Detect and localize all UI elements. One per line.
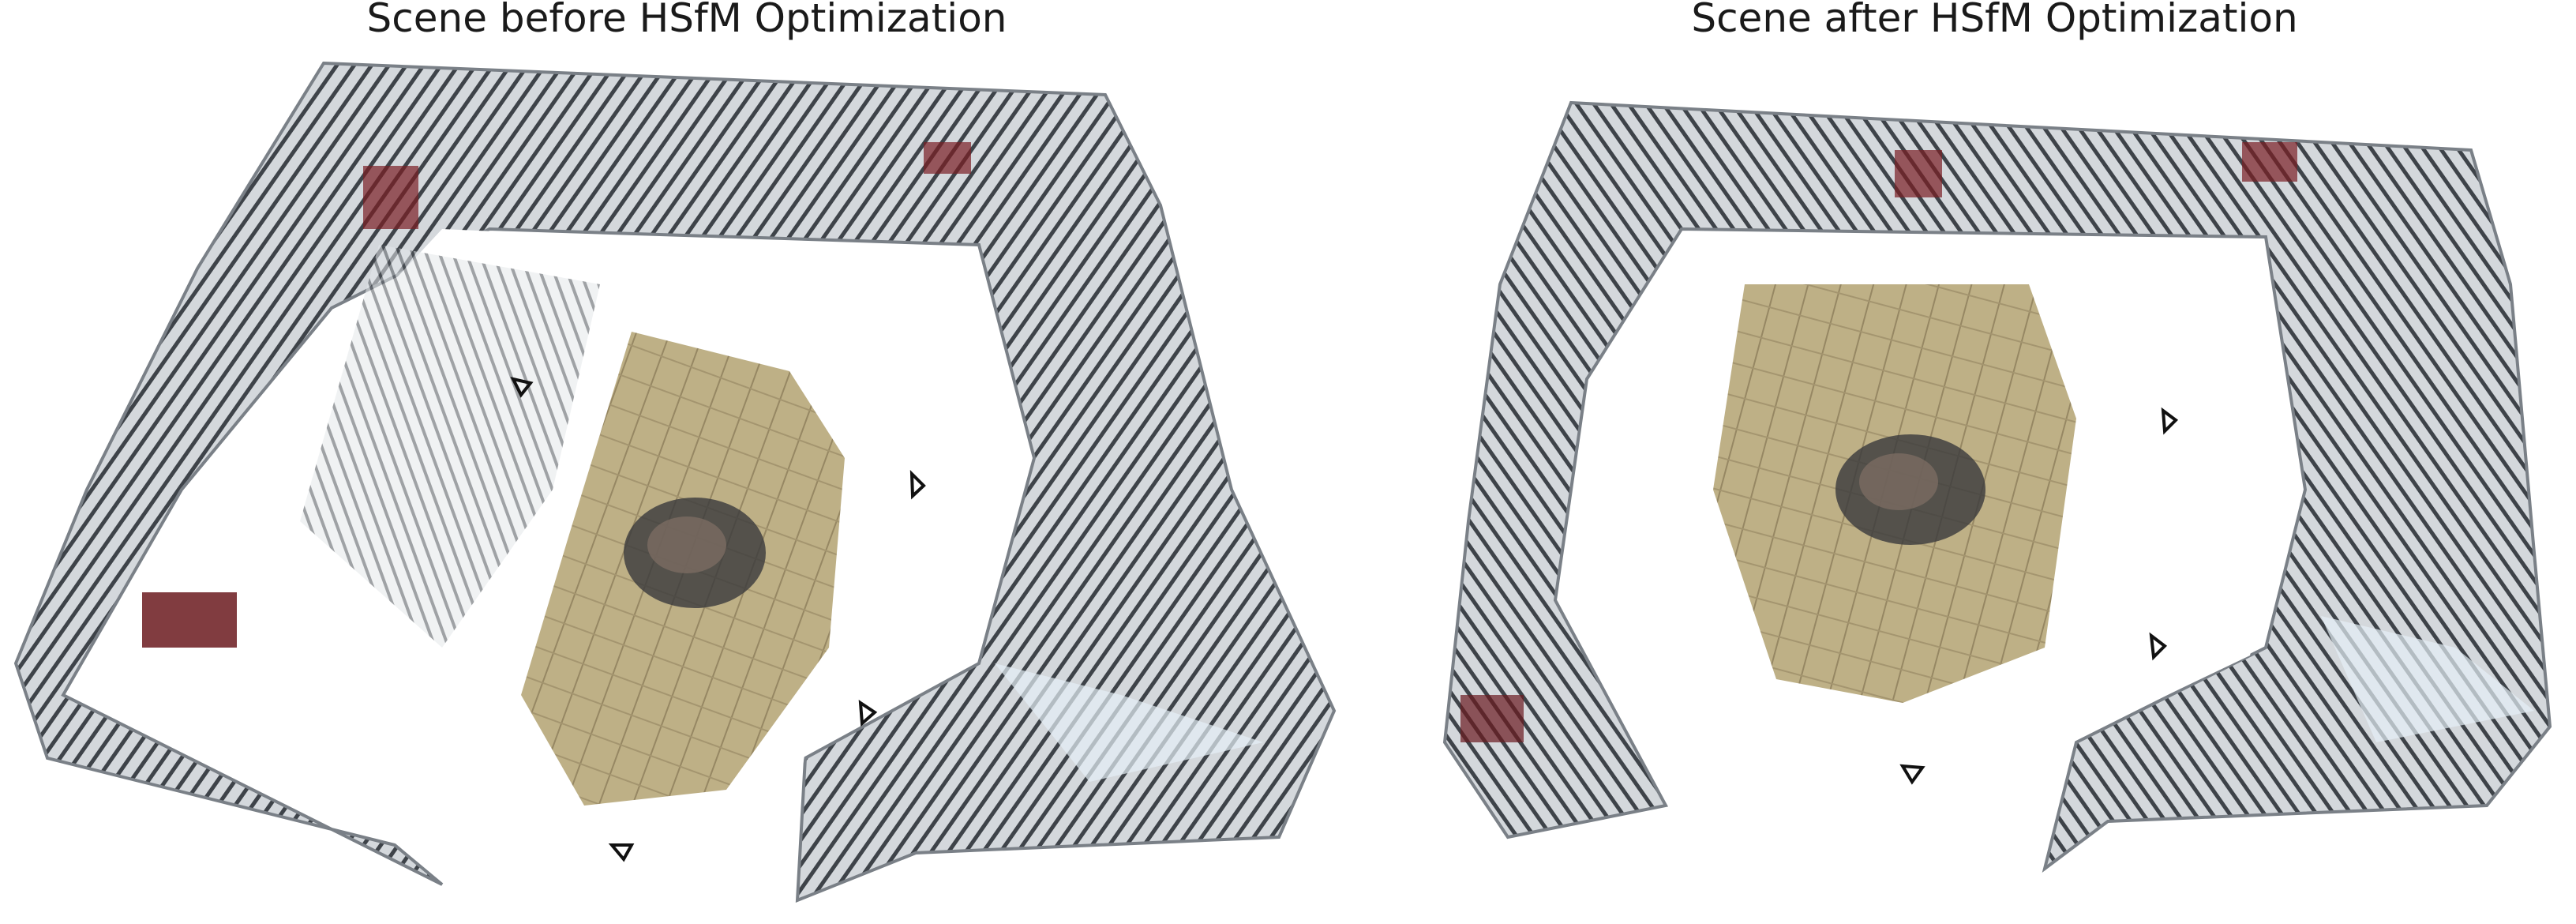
red-object [924,142,971,174]
sparse-points [300,245,600,648]
red-object [1460,695,1524,742]
red-object [142,592,237,648]
before-panel: Scene before HSfM Optimization [0,0,1374,924]
wall-segment [1442,100,2552,873]
scene-after-pointcloud [1413,47,2576,924]
panel-title-before: Scene before HSfM Optimization [366,0,1007,41]
panel-title-after: Scene after HSfM Optimization [1691,0,2298,41]
wall-highlight [995,663,1263,782]
wall-segment [13,61,1337,903]
human-mesh [647,516,726,573]
camera-frustum-icon [510,377,534,398]
red-object [2242,142,2297,182]
wall-highlight [2321,616,2534,742]
camera-frustum-icon [1899,764,1925,785]
red-object [1895,150,1942,197]
camera-frustum-icon [909,469,926,500]
red-object [363,166,418,229]
human-mesh [1859,453,1938,510]
camera-frustum-icon [858,700,878,727]
camera-frustum-icon [608,843,635,862]
scene-before-pointcloud [0,47,1374,924]
camera-frustum-icon [2161,407,2179,435]
after-panel: Scene after HSfM Optimization [1413,0,2576,924]
camera-frustum-icon [2149,632,2168,661]
